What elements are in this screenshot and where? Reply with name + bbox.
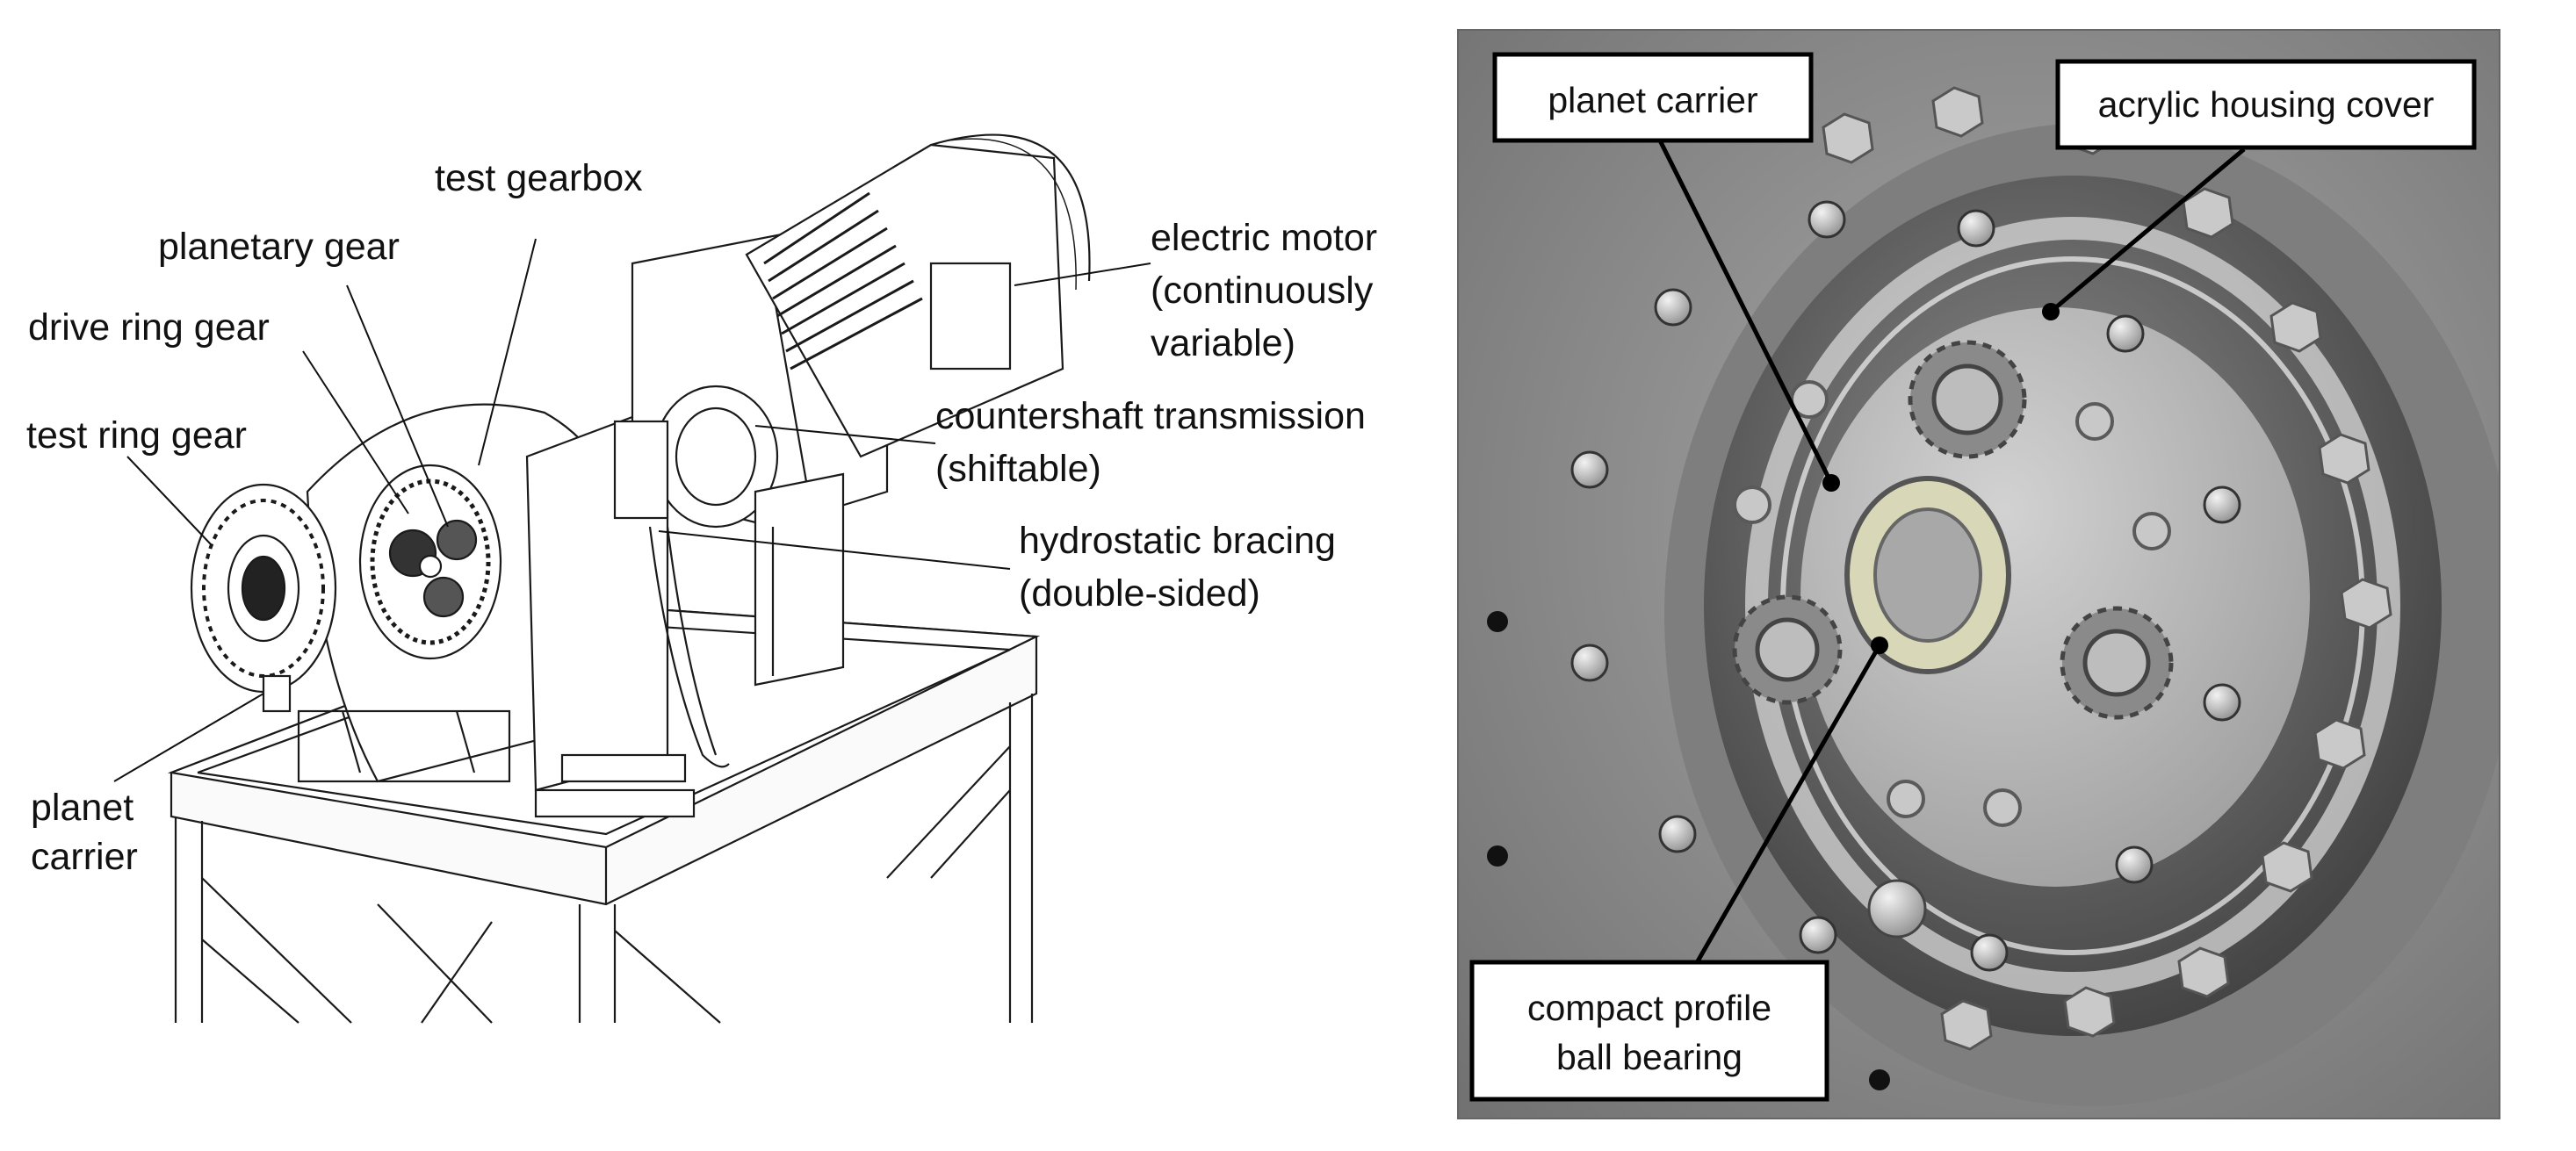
leader-hydrostatic xyxy=(658,530,1011,570)
leader-drive-ring-gear xyxy=(302,350,409,514)
label-box-acrylic-cover: acrylic housing cover xyxy=(2055,59,2477,150)
label-planet-carrier-right: planet carrier xyxy=(1548,80,1757,120)
label-hydrostatic-line2: (double-sided) xyxy=(1019,572,1260,615)
label-acrylic-housing-cover: acrylic housing cover xyxy=(2098,84,2435,125)
plug-bolt xyxy=(1867,879,1927,939)
leader-planet-carrier-left xyxy=(113,693,264,782)
leader-ball-bearing xyxy=(1692,644,1882,968)
gearbox-photo-render xyxy=(1458,30,2500,1119)
label-planetary-gear: planetary gear xyxy=(158,226,400,268)
planet-carrier-disc xyxy=(1800,307,2310,887)
motor-cooling-fins xyxy=(763,191,923,370)
label-countershaft-line2: (shiftable) xyxy=(935,448,1101,490)
leader-planet-carrier-right xyxy=(1657,139,1834,485)
label-test-gearbox: test gearbox xyxy=(435,157,643,199)
right-leader-lines xyxy=(1657,139,2246,968)
carrier-screws xyxy=(1733,380,2171,827)
leader-planetary-gear xyxy=(346,284,449,528)
label-electric-motor-line2: (continuously xyxy=(1151,270,1374,312)
left-leader-lines xyxy=(113,238,1151,782)
label-drive-ring-gear: drive ring gear xyxy=(28,306,270,349)
leader-countershaft xyxy=(754,425,936,444)
label-bearing-line1: compact profile xyxy=(1527,988,1771,1028)
leader-electric-motor xyxy=(1014,263,1151,286)
right-leader-dots xyxy=(1822,303,2060,654)
planet-gears xyxy=(1732,340,2174,720)
leader-test-gearbox xyxy=(478,238,537,466)
cover-bolts xyxy=(1570,200,2241,972)
test-ring-gear-drawing xyxy=(190,483,337,713)
plate-holes xyxy=(1487,611,1890,1090)
left-labels: test gearbox planetary gear drive ring g… xyxy=(26,157,1377,878)
test-rig-drawing xyxy=(167,133,1091,1024)
photo-frame xyxy=(1457,29,2500,1119)
label-hydrostatic-line1: hydrostatic bracing xyxy=(1019,520,1336,562)
label-bearing-line2: ball bearing xyxy=(1556,1037,1743,1077)
label-box-planet-carrier: planet carrier xyxy=(1492,52,1814,143)
label-electric-motor-line3: variable) xyxy=(1151,322,1295,364)
label-test-ring-gear: test ring gear xyxy=(26,414,247,457)
label-planet-carrier-line2: carrier xyxy=(31,836,138,878)
leader-test-ring-gear xyxy=(126,456,212,545)
hydrostatic-bracing xyxy=(534,420,730,818)
label-planet-carrier-line1: planet xyxy=(31,787,133,829)
label-electric-motor-line1: electric motor xyxy=(1151,217,1377,259)
leader-acrylic-cover xyxy=(2049,147,2246,313)
electric-motor xyxy=(745,133,1091,458)
label-countershaft-line1: countershaft transmission xyxy=(935,395,1366,437)
label-box-ball-bearing: compact profile ball bearing xyxy=(1469,960,1829,1102)
drive-ring-gear-drawing xyxy=(358,464,502,660)
